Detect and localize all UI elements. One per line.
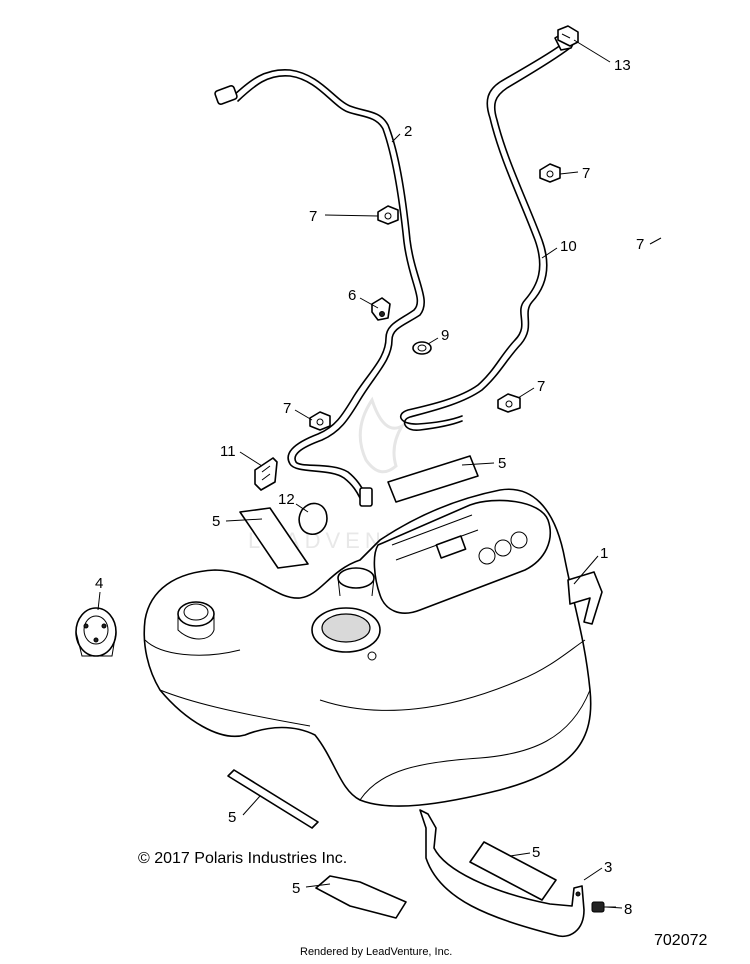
callout-7: 7 [309, 208, 317, 225]
callout-7: 7 [582, 165, 590, 182]
callout-11: 11 [220, 443, 236, 460]
callout-5: 5 [292, 880, 300, 897]
callout-10: 10 [560, 238, 577, 255]
callout-5: 5 [532, 844, 540, 861]
callout-5: 5 [498, 455, 506, 472]
callout-5: 5 [212, 513, 220, 530]
callout-13: 13 [614, 57, 631, 74]
callout-12: 12 [278, 491, 295, 508]
callout-2: 2 [404, 123, 412, 140]
callout-8: 8 [624, 901, 632, 918]
clip-6[interactable] [371, 297, 391, 321]
copyright-notice: © 2017 Polaris Industries Inc. [138, 850, 348, 867]
callout-7: 7 [283, 400, 291, 417]
fuel-line-right[interactable] [399, 31, 576, 431]
pad-5-bottom-center[interactable] [227, 769, 319, 829]
clamp-7-mid-right[interactable] [497, 393, 521, 413]
diagram-id: 702072 [654, 932, 708, 949]
clamp-7-mid-left[interactable] [309, 411, 331, 431]
pad-5-bottom-left[interactable] [315, 875, 407, 919]
callout-3: 3 [604, 859, 612, 876]
callout-7: 7 [636, 236, 644, 253]
callout-4: 4 [95, 575, 103, 592]
clamp-7-upper-right[interactable] [539, 163, 561, 183]
callout-1: 1 [600, 545, 608, 562]
callout-9: 9 [441, 327, 449, 344]
callout-6: 6 [348, 287, 356, 304]
grommet-12[interactable] [298, 502, 328, 536]
pad-5-left[interactable] [239, 507, 309, 569]
clamp-7-upper-left[interactable] [377, 205, 399, 225]
leader-lines [97, 39, 662, 909]
fuel-line-left[interactable] [214, 69, 425, 507]
pad-5-bottom-right[interactable] [469, 841, 557, 901]
bolt-8[interactable] [591, 901, 616, 913]
pad-5-top-right[interactable] [387, 455, 479, 503]
rendered-by-note: Rendered by LeadVenture, Inc. [300, 946, 453, 958]
fuel-cap-4[interactable] [75, 607, 117, 657]
clamp-9[interactable] [412, 341, 432, 355]
callout-7: 7 [537, 378, 545, 395]
strap-3[interactable] [419, 809, 585, 937]
callout-labels: 2 13 7 7 7 10 6 9 7 7 11 5 12 5 1 4 5 5 … [95, 57, 644, 918]
callout-5: 5 [228, 809, 236, 826]
bracket-11[interactable] [254, 457, 278, 491]
fuel-tank-1[interactable] [143, 488, 603, 807]
